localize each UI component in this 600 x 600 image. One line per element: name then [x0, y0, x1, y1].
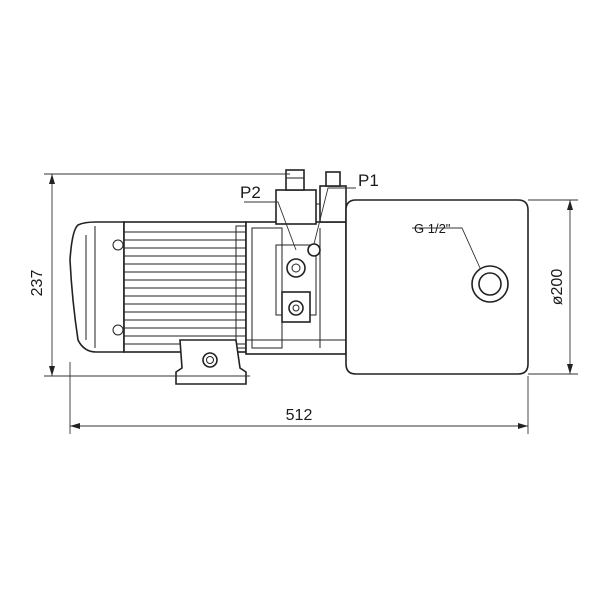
dimension-lines: [44, 173, 578, 434]
thread-port-label: G 1/2": [414, 221, 451, 236]
motor-cooling-fins: [124, 231, 246, 345]
electric-motor: [69, 221, 247, 385]
port-p1-label: P1: [358, 171, 379, 190]
port-p2-label: P2: [240, 183, 261, 202]
dimension-arrows: [49, 174, 573, 429]
solenoid-valve: [275, 169, 347, 225]
diameter-dimension-label: ø200: [549, 269, 566, 306]
pump-manifold-block: [245, 221, 347, 355]
length-dimension-label: 512: [286, 407, 313, 424]
fill-port-icon: [471, 265, 509, 303]
height-dimension-label: 237: [29, 270, 46, 297]
oil-tank: [345, 199, 529, 375]
leader-lines: [244, 187, 481, 269]
